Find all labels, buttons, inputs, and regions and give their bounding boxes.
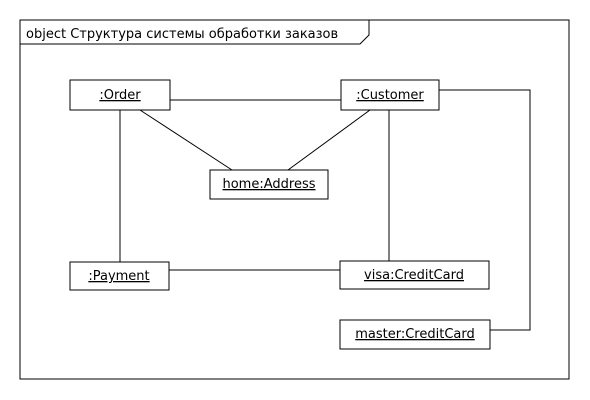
link-customer-master	[439, 89, 531, 331]
object-order-box	[69, 79, 171, 111]
object-payment-label: :Payment	[88, 269, 149, 284]
object-home-address-box	[209, 169, 329, 200]
links	[119, 89, 531, 331]
object-home-address[interactable]: home:Address	[209, 169, 329, 200]
frame-title-tab	[20, 20, 370, 45]
object-master-creditcard-label: master:CreditCard	[355, 327, 475, 342]
link-order-address	[139, 109, 233, 171]
object-visa-creditcard[interactable]: visa:CreditCard	[339, 260, 490, 290]
object-customer-label: :Customer	[356, 88, 424, 103]
object-customer-box	[340, 79, 440, 111]
frame-title: object Структура системы обработки заказ…	[26, 27, 338, 42]
object-visa-creditcard-label: visa:CreditCard	[364, 268, 464, 283]
object-order[interactable]: :Order	[69, 79, 171, 111]
object-customer[interactable]: :Customer	[340, 79, 440, 111]
diagram-frame: object Структура системы обработки заказ…	[19, 19, 570, 380]
object-home-address-label: home:Address	[222, 177, 315, 192]
frame-border	[19, 19, 570, 380]
object-payment[interactable]: :Payment	[69, 261, 170, 291]
object-order-label: :Order	[99, 88, 141, 103]
link-customer-address	[287, 109, 371, 171]
object-master-creditcard-box	[339, 319, 491, 350]
object-payment-box	[69, 261, 170, 291]
object-visa-creditcard-box	[339, 260, 490, 290]
object-master-creditcard[interactable]: master:CreditCard	[339, 319, 491, 350]
